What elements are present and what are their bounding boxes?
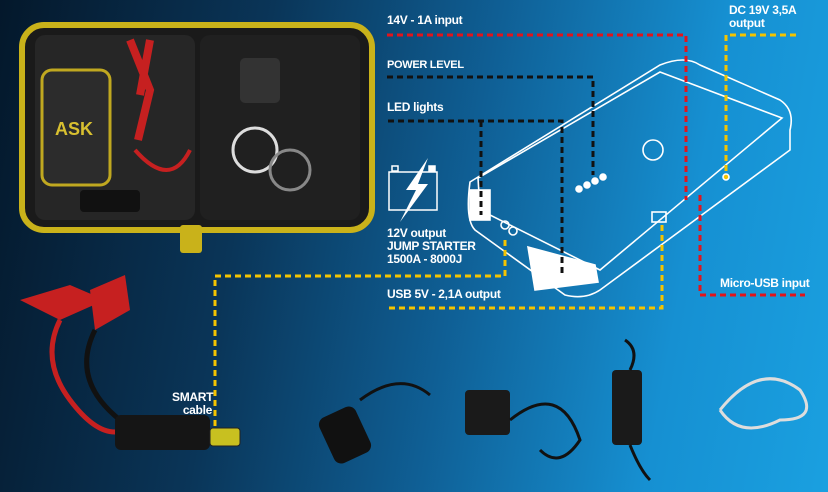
battery-bolt-icon (388, 158, 438, 222)
line-micro-usb (698, 195, 805, 297)
label-led-lights: LED lights (387, 100, 444, 114)
label-jump-line1: 12V output (387, 226, 446, 240)
carry-case-photo: ASK (19, 22, 375, 253)
jump-starter-device-outline (467, 59, 793, 298)
line-12v-output (213, 240, 507, 430)
line-dc-output (724, 33, 796, 178)
accessories-photo (318, 338, 809, 482)
label-jump-line2: JUMP STARTER (387, 239, 476, 253)
label-14v-input: 14V - 1A input (387, 13, 463, 27)
label-jump-line3: 1500A - 8000J (387, 252, 463, 266)
label-dc-output-line1: DC 19V 3,5A (729, 3, 797, 17)
smart-cable-photo (20, 275, 241, 450)
label-dc-output: DC 19V 3,5A output (729, 3, 797, 30)
label-usb-output: USB 5V - 2,1A output (387, 287, 501, 301)
line-usb-output (387, 225, 664, 310)
label-smart-line1: SMART (172, 390, 214, 404)
svg-text:ASK: ASK (55, 119, 93, 139)
label-micro-usb-input: Micro-USB input (720, 276, 810, 290)
label-dc-output-line2: output (729, 16, 765, 30)
line-power-level (387, 75, 595, 175)
label-jump-starter: 12V output JUMP STARTER 1500A - 8000J (387, 227, 476, 266)
label-power-level: POWER LEVEL (387, 59, 464, 71)
label-smart-line2: cable (182, 403, 212, 417)
line-led-lights (388, 119, 564, 275)
label-smart-cable: SMART cable (172, 390, 214, 417)
